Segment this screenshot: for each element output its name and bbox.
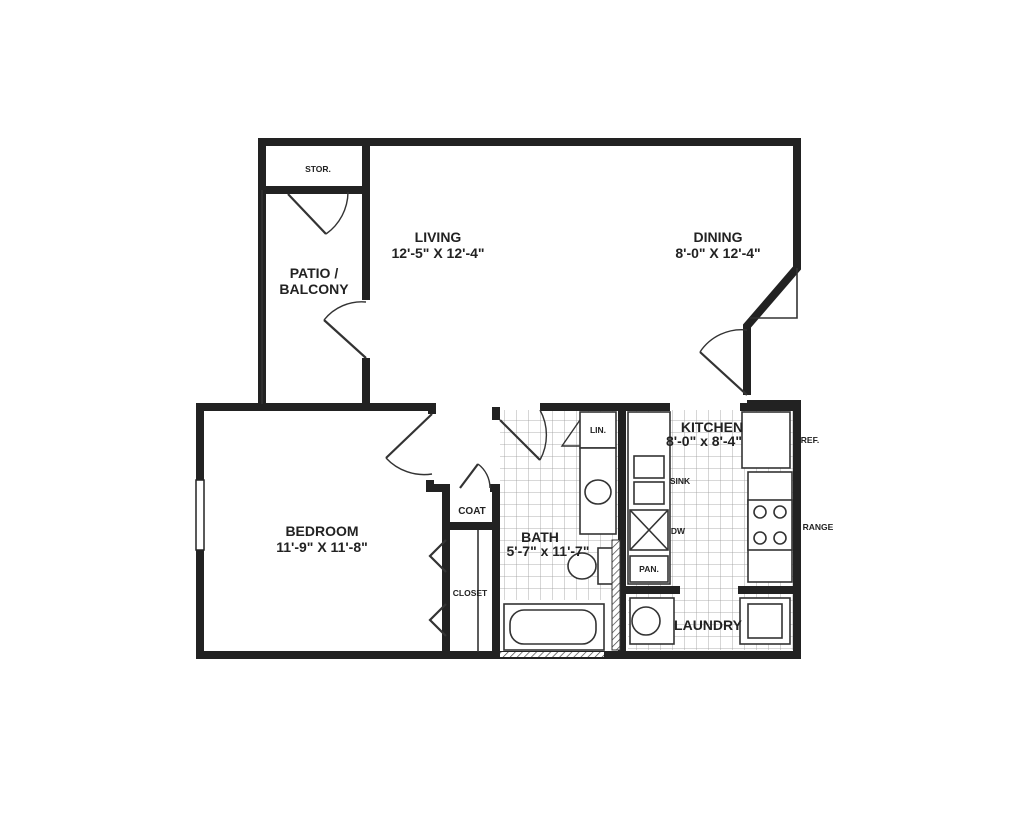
bathtub-basin <box>509 609 597 645</box>
bath-dimension: 5'-7" x 11'-7" <box>507 543 590 559</box>
kitchen-label: KITCHEN <box>681 419 743 435</box>
closet-label: CLOSET <box>453 588 488 598</box>
sink-label: SINK <box>670 476 691 486</box>
bath-hatch-wall <box>611 539 621 651</box>
bath-sink-icon <box>584 479 612 505</box>
closet-bifold-door[interactable] <box>428 539 447 637</box>
dining-exterior-door[interactable] <box>699 329 748 396</box>
tub-hatch-wall <box>500 652 604 657</box>
refrigerator-icon <box>741 411 791 469</box>
linen-door[interactable] <box>560 419 581 447</box>
sink-basin-right <box>633 481 665 505</box>
linen-label: LIN. <box>590 425 606 435</box>
bedroom-dimension: 11'-9" X 11'-8" <box>276 539 368 555</box>
dishwasher-label: DW <box>671 526 686 536</box>
coat-label: COAT <box>458 506 486 517</box>
pantry <box>629 555 669 583</box>
bath-door[interactable] <box>499 409 548 461</box>
kitchen-dimension: 8'-0" x 8'-4" <box>666 433 742 449</box>
refrigerator-label: REF. <box>801 435 819 445</box>
burner-icon <box>773 531 787 545</box>
storage-door[interactable] <box>287 191 349 235</box>
toilet-icon <box>567 552 597 580</box>
burner-icon <box>753 531 767 545</box>
pantry-label: PAN. <box>639 564 659 574</box>
burner-icon <box>753 505 767 519</box>
sink-basin-left <box>633 455 665 479</box>
range-label: RANGE <box>803 522 834 532</box>
patio-door[interactable] <box>323 301 367 359</box>
storage-label: STOR. <box>305 164 331 174</box>
bath-label: BATH <box>521 529 559 545</box>
linen-closet <box>579 411 617 449</box>
laundry-label: LAUNDRY <box>674 617 743 633</box>
living-dimension: 12'-5" X 12'-4" <box>391 245 484 261</box>
bedroom-label: BEDROOM <box>285 523 358 539</box>
dining-window-door[interactable] <box>750 268 798 319</box>
living-label: LIVING <box>415 229 462 245</box>
patio-label-line2: BALCONY <box>279 281 349 297</box>
bedroom-door[interactable] <box>385 413 433 476</box>
bedroom-window <box>195 479 205 551</box>
dining-label: DINING <box>694 229 743 245</box>
dining-dimension: 8'-0" X 12'-4" <box>675 245 760 261</box>
patio-label-line1: PATIO / <box>290 265 339 281</box>
range-icon <box>747 499 793 551</box>
burner-icon <box>773 505 787 519</box>
coat-closet-door[interactable] <box>459 463 491 489</box>
